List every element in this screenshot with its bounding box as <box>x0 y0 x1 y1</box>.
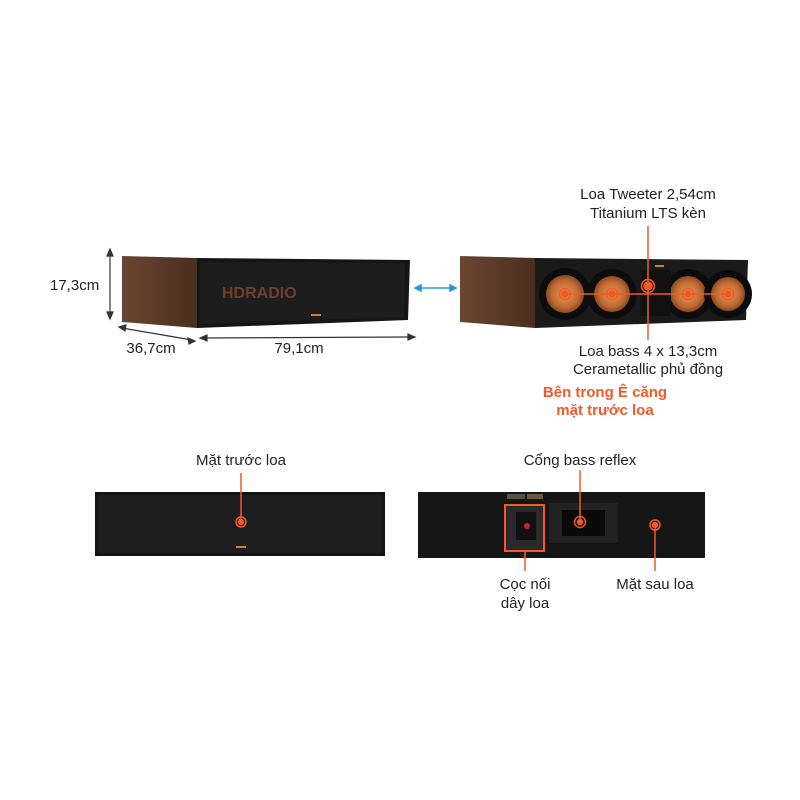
double-arrow-icon <box>413 283 458 293</box>
front-label: Mặt trước loa <box>196 452 286 469</box>
speaker-back-view <box>418 492 705 558</box>
back-label: Mặt sau loa <box>616 576 694 593</box>
terminal-label-1: Cọc nối <box>499 576 551 593</box>
driver-callout-lines <box>558 226 735 340</box>
front-callout <box>235 473 247 528</box>
tweeter-label-1: Loa Tweeter 2,54cm <box>580 186 716 203</box>
watermark-logo: HDRADIO <box>222 285 297 302</box>
width-label: 79,1cm <box>274 340 324 357</box>
height-label: 17,3cm <box>50 277 100 294</box>
port-label: Cổng bass reflex <box>523 452 637 469</box>
back-callouts <box>504 470 661 571</box>
depth-label: 36,7cm <box>126 340 176 357</box>
speaker-drivers-view <box>460 256 752 328</box>
terminal-label-2: dây loa <box>500 595 550 612</box>
highlight-label-2: mặt trước loa <box>556 402 654 419</box>
dimension-arrows <box>106 247 417 345</box>
speaker-grille-view: HDRADIO <box>122 256 410 328</box>
bass-label-1: Loa bass 4 x 13,3cm <box>578 343 718 360</box>
bass-label-2: Cerametallic phủ đồng <box>572 361 724 378</box>
tweeter-label-2: Titanium LTS kèn <box>590 205 706 222</box>
highlight-label-1: Bên trong Ê căng <box>542 384 668 401</box>
tweeter-horn <box>641 270 671 316</box>
